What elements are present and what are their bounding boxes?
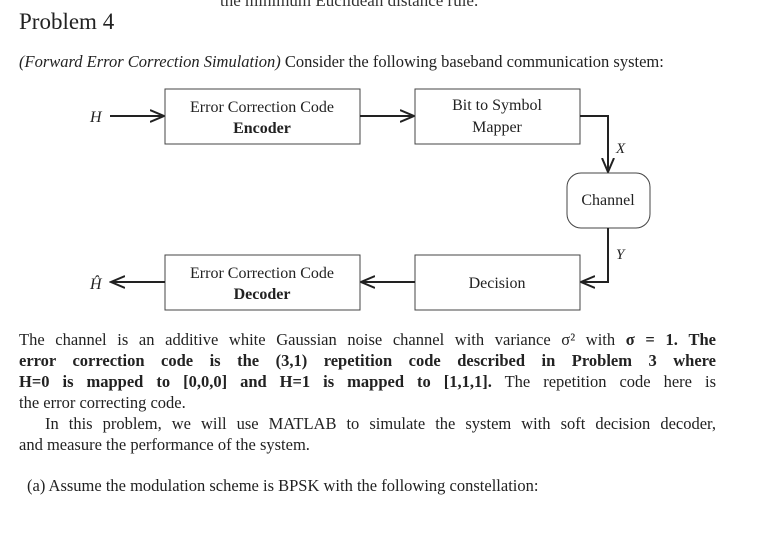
input-label-h: H [89, 109, 103, 126]
y-label: Y [616, 247, 626, 263]
p1-text: The channel is an additive white Gaussia… [19, 330, 626, 349]
p1-bold-line2: error correction code is the (3,1) repet… [19, 351, 716, 370]
paragraph2-line2: and measure the performance of the syste… [19, 435, 310, 454]
previous-text-cut-line: the minimum Euclidean distance rule. [220, 0, 479, 10]
output-label-h-hat: Ĥ [89, 274, 103, 293]
arrow-mapper-to-channel [580, 115, 608, 172]
paragraph1-line2: error correction code is the (3,1) repet… [19, 351, 716, 371]
encoder-line2: Encoder [233, 120, 291, 137]
decision-label: Decision [469, 275, 526, 292]
decoder-line1: Error Correction Code [190, 265, 334, 282]
intro-italic: (Forward Error Correction Simulation) [19, 52, 281, 71]
p1-bold: σ = 1. The [625, 330, 716, 349]
paragraph1-line3: H=0 is mapped to [0,0,0] and H=1 is mapp… [19, 372, 716, 392]
channel-label: Channel [581, 192, 635, 209]
paragraph1-line1: The channel is an additive white Gaussia… [19, 330, 716, 350]
intro-rest: Consider the following baseband communic… [280, 52, 664, 71]
block-diagram: H Error Correction Code Encoder Bit to S… [89, 88, 651, 311]
intro-text: (Forward Error Correction Simulation) Co… [19, 52, 664, 72]
mapper-block: Bit to Symbol Mapper [414, 88, 581, 145]
decoder-block: Error Correction Code Decoder [164, 254, 361, 311]
part-a-text: (a) Assume the modulation scheme is BPSK… [27, 476, 539, 495]
encoder-block: Error Correction Code Encoder [164, 88, 361, 145]
p1-text-line3: The repetition code here is [491, 372, 716, 391]
paragraph2-line1: In this problem, we will use MATLAB to s… [45, 414, 716, 433]
decision-block: Decision [414, 254, 581, 311]
problem-title: Problem 4 [19, 9, 115, 34]
mapper-line2: Mapper [472, 119, 522, 136]
channel-block: Channel [566, 172, 651, 229]
paragraph1-line4: the error correcting code. [19, 393, 186, 412]
mapper-line1: Bit to Symbol [452, 97, 542, 114]
x-label: X [615, 141, 626, 157]
p1-bold-line3: H=0 is mapped to [0,0,0] and H=1 is mapp… [19, 372, 492, 391]
encoder-line1: Error Correction Code [190, 99, 334, 116]
decoder-line2: Decoder [234, 286, 291, 303]
arrow-channel-to-decision [581, 228, 609, 282]
